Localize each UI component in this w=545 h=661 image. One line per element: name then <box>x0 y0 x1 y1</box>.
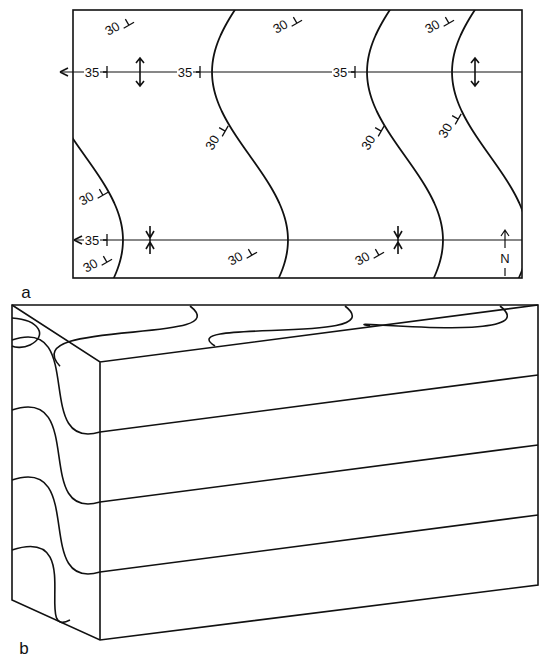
fold-trace <box>12 407 100 504</box>
dip-value: 30 <box>422 16 443 35</box>
dip-value: 30 <box>435 120 454 141</box>
dip-value: 30 <box>202 132 221 153</box>
strike-dip-symbol <box>98 253 112 265</box>
fold-trace <box>12 477 100 574</box>
strike-dip-symbol <box>94 186 108 198</box>
dip-value: 30 <box>76 188 97 207</box>
fold-trace <box>367 10 443 278</box>
strike-dip-symbol <box>351 66 355 78</box>
fold-trace <box>12 318 40 347</box>
strike-dip-group <box>94 14 461 265</box>
strike-dip-symbol <box>288 14 302 26</box>
dip-value: 30 <box>80 255 101 274</box>
dip-value: 35 <box>332 66 348 79</box>
panel-letter: b <box>18 640 29 657</box>
anticline-symbol <box>136 58 144 86</box>
fold-trace-group <box>73 10 522 278</box>
dip-value: 35 <box>84 234 100 247</box>
block-layer-group <box>12 306 538 622</box>
dip-value: 30 <box>225 248 246 267</box>
fold-trace <box>12 337 100 434</box>
strike-dip-symbol <box>449 110 461 124</box>
strike-dip-symbol <box>440 14 454 26</box>
fold-trace <box>452 10 522 278</box>
strike-dip-symbol <box>120 16 134 28</box>
dip-value: 35 <box>84 66 100 79</box>
plunge-arrow <box>60 68 68 76</box>
strike-dip-symbol <box>370 246 384 258</box>
fold-trace <box>364 306 507 328</box>
dip-value: 30 <box>270 16 291 35</box>
dip-value: 30 <box>358 132 377 153</box>
layer-line <box>100 375 538 432</box>
dip-value: 35 <box>177 66 193 79</box>
axial-trace <box>74 239 522 240</box>
dip-value: 30 <box>352 248 373 267</box>
strike-dip-symbol <box>196 66 200 78</box>
anticline-symbol <box>471 58 479 86</box>
layer-line <box>100 515 538 572</box>
layer-line <box>100 445 538 502</box>
dip-value: 30 <box>102 18 123 37</box>
strike-dip-symbol <box>103 234 107 246</box>
strike-dip-symbol <box>372 122 384 136</box>
fold-trace <box>209 306 352 346</box>
north-label: N <box>499 252 510 265</box>
plunge-arrow <box>74 236 82 244</box>
syncline-symbol <box>394 226 402 254</box>
strike-dip-symbol <box>243 246 257 258</box>
block-outline <box>12 305 538 640</box>
fold-trace <box>12 546 70 622</box>
fold-trace <box>54 306 197 366</box>
block-edge <box>12 305 538 640</box>
fold-trace <box>73 10 123 278</box>
syncline-symbol <box>146 226 154 254</box>
panel-letter: a <box>20 284 31 301</box>
strike-dip-symbol <box>216 122 228 136</box>
fold-trace <box>212 10 288 278</box>
strike-dip-symbol <box>103 66 107 78</box>
